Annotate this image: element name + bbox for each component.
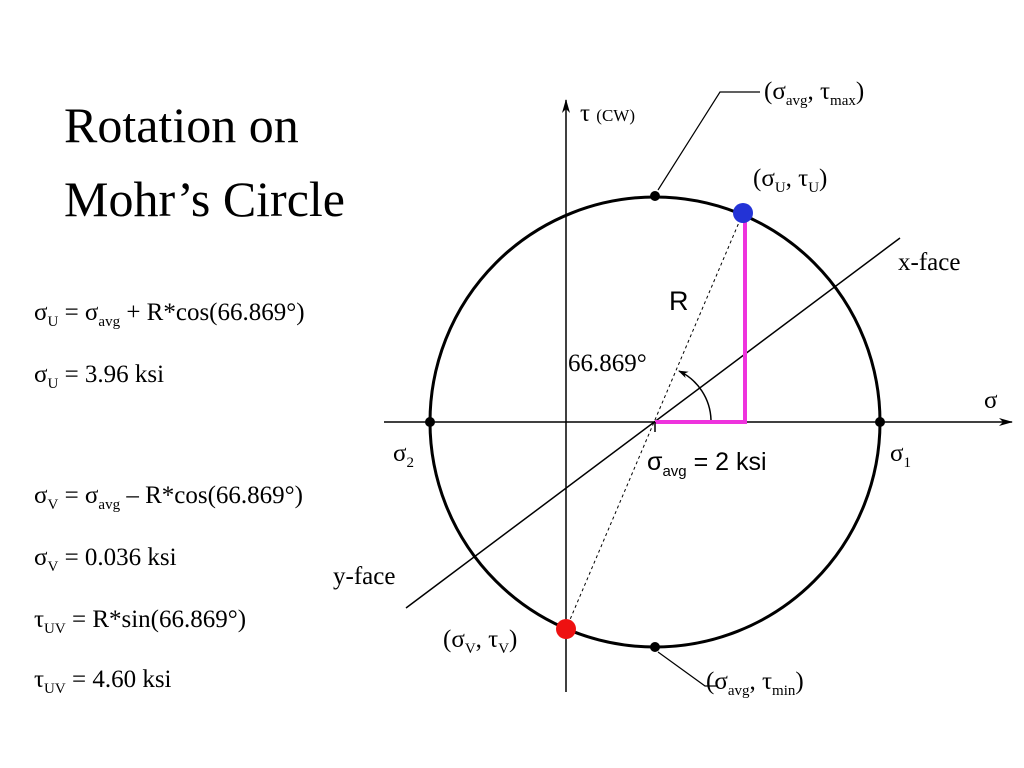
angle-label: 66.869° <box>568 350 647 377</box>
tau-max-point <box>650 191 660 201</box>
point-v-label: (σV, τV) <box>443 626 518 657</box>
sigma-1-point <box>875 417 885 427</box>
tau-uv-formula: τUV = R*sin(66.869°) <box>34 606 247 637</box>
sigma-2-label: σ2 <box>393 440 414 471</box>
sigma-1-label: σ1 <box>890 440 911 471</box>
sigma-avg-label: σavg = 2 ksi <box>647 448 767 480</box>
title-line-1: Rotation on <box>64 97 299 153</box>
x-face-label: x-face <box>898 249 961 276</box>
tau-max-label: (σavg, τmax) <box>764 78 865 109</box>
tau-min-point <box>650 642 660 652</box>
sigma-u-formula: σU = σavg + R*cos(66.869°) <box>34 299 305 330</box>
component-legs <box>655 218 747 424</box>
angle-arc <box>678 370 712 421</box>
tau-min-leader <box>657 651 718 687</box>
point-v-marker <box>556 619 576 639</box>
slide-title: Rotation on Mohr’s Circle <box>64 88 345 236</box>
point-u-label: (σU, τU) <box>753 165 828 196</box>
tau-max-leader <box>657 91 760 191</box>
point-u-marker <box>733 203 753 223</box>
sigma-v-formula: σV = σavg – R*cos(66.869°) <box>34 482 303 513</box>
tau-uv-value: τUV = 4.60 ksi <box>34 666 172 697</box>
sigma-axis-label: σ <box>984 387 998 414</box>
radius-label: R <box>669 286 689 316</box>
face-line <box>405 237 901 609</box>
tau-axis-label: τ (CW) <box>580 100 636 127</box>
title-line-2: Mohr’s Circle <box>64 171 345 227</box>
sigma-v-value: σV = 0.036 ksi <box>34 544 177 575</box>
sigma-2-point <box>425 417 435 427</box>
sigma-u-value: σU = 3.96 ksi <box>34 361 165 392</box>
tau-min-label: (σavg, τmin) <box>706 668 804 699</box>
y-face-label: y-face <box>333 563 396 590</box>
